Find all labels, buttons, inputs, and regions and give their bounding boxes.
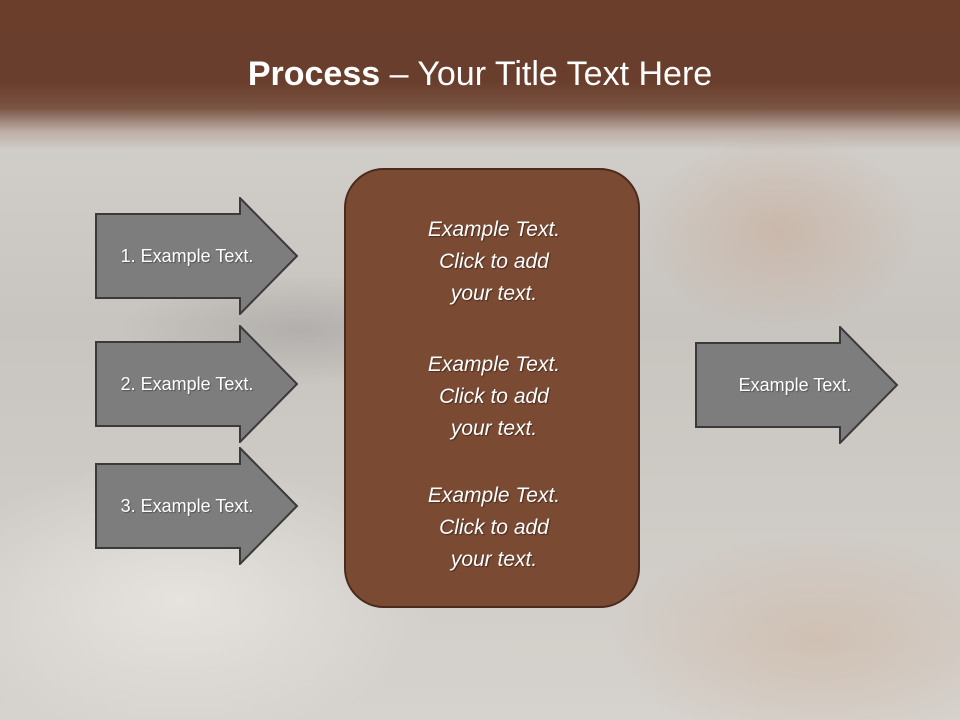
output-arrow-shape [695, 326, 899, 444]
arrow-shape-1 [95, 197, 299, 315]
block-3-line-2: Click to add [439, 516, 549, 539]
center-text-block-2: Example Text. Click to add your text. [346, 349, 642, 445]
arrow-label-3: 3. Example Text. [120, 495, 254, 516]
title-rest-part: – Your Title Text Here [380, 55, 713, 93]
block-1-line-3: your text. [450, 282, 538, 305]
center-text-block-3: Example Text. Click to add your text. [346, 480, 642, 576]
process-arrow-2[interactable]: 2. Example Text. [95, 325, 299, 443]
arrow-label-2: 2. Example Text. [120, 373, 254, 394]
block-3-line-1: Example Text. [427, 484, 561, 507]
block-3-line-3: your text. [450, 548, 538, 571]
block-1-line-1: Example Text. [427, 218, 561, 241]
center-content-box[interactable]: Example Text. Click to add your text. Ex… [344, 168, 640, 608]
process-arrow-3[interactable]: 3. Example Text. [95, 447, 299, 565]
output-arrow[interactable]: Example Text. [695, 326, 899, 444]
title-bold-part: Process [247, 55, 381, 93]
output-arrow-label: Example Text. [738, 374, 852, 395]
block-1-line-2: Click to add [439, 250, 549, 273]
block-2-line-2: Click to add [439, 385, 549, 408]
block-2-line-1: Example Text. [427, 353, 561, 376]
title-banner [0, 0, 960, 150]
arrow-shape-2 [95, 325, 299, 443]
block-2-line-3: your text. [450, 417, 538, 440]
process-arrow-1[interactable]: 1. Example Text. [95, 197, 299, 315]
slide-title: Process – Your Title Text Here [0, 52, 960, 96]
arrow-shape-3 [95, 447, 299, 565]
center-text-block-1: Example Text. Click to add your text. [346, 214, 642, 310]
arrow-label-1: 1. Example Text. [120, 245, 254, 266]
